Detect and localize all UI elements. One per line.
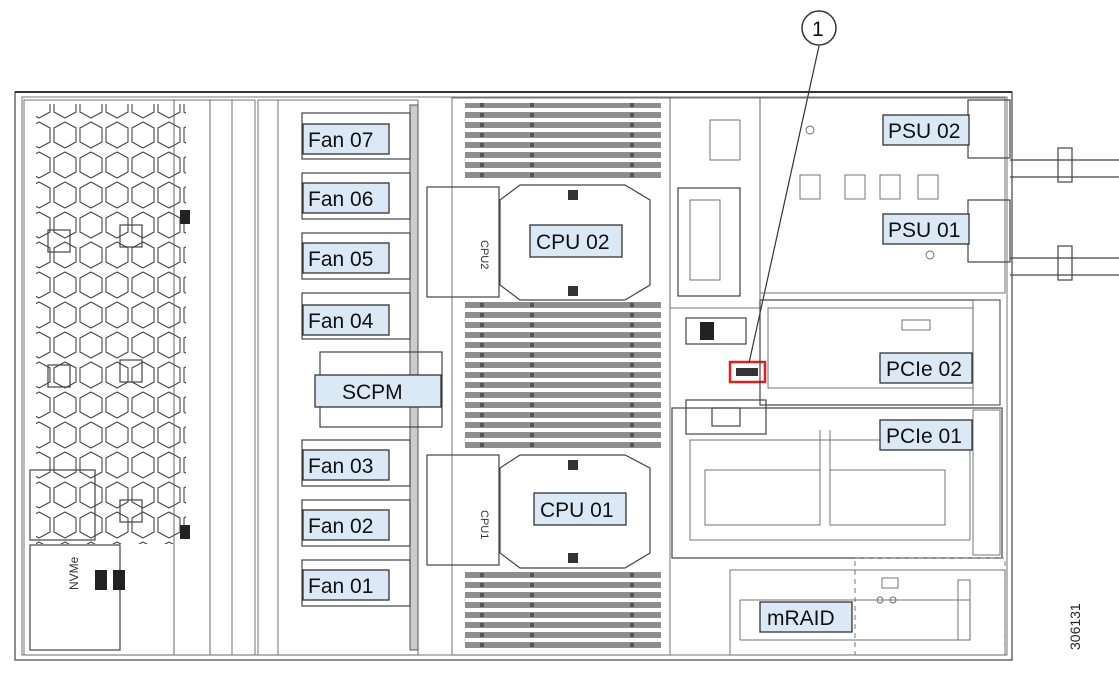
fan-05: Fan 05	[301, 232, 411, 280]
fan-03-label: Fan 03	[308, 455, 373, 478]
psu-bay	[759, 97, 1119, 294]
callout-target	[728, 360, 767, 384]
pcie-01-label: PCIe 01	[886, 425, 962, 448]
pcie-02-label: PCIe 02	[886, 358, 962, 381]
cpu-01: CPU 01	[426, 454, 651, 569]
fan-07-label: Fan 07	[308, 129, 373, 152]
fan-01: Fan 01	[301, 559, 411, 607]
dimm-bank-cpu2-top	[465, 103, 661, 181]
fan-05-label: Fan 05	[308, 248, 373, 271]
scpm-label: SCPM	[342, 381, 403, 404]
cpu2-heatsink-text: CPU2	[478, 240, 490, 269]
fan-02-label: Fan 02	[308, 515, 373, 538]
psu-01: PSU 01	[882, 213, 970, 245]
board-components	[677, 119, 767, 435]
psu-02: PSU 02	[882, 114, 970, 146]
fan-06-label: Fan 06	[308, 188, 373, 211]
callout-1: 1	[748, 10, 837, 364]
fan-01-label: Fan 01	[308, 575, 373, 598]
psu-01-label: PSU 01	[888, 219, 960, 242]
mraid-label: mRAID	[767, 607, 835, 630]
fan-06: Fan 06	[301, 172, 411, 220]
dimm-bank-cpu1-bottom	[465, 570, 661, 648]
fan-04: Fan 04	[301, 292, 411, 340]
left-module-text: NVMe	[67, 556, 81, 590]
dimm-bank-middle	[465, 300, 661, 448]
cpu1-heatsink-text: CPU1	[478, 510, 490, 539]
scpm: SCPM	[314, 351, 443, 428]
fan-07: Fan 07	[301, 112, 411, 160]
fan-02: Fan 02	[301, 499, 411, 547]
drive-bay	[23, 99, 256, 656]
cpu-01-label: CPU 01	[540, 499, 614, 522]
callout-number: 1	[812, 18, 824, 41]
fan-04-label: Fan 04	[308, 310, 374, 333]
figure-id: 306131	[1067, 603, 1083, 650]
fan-03: Fan 03	[301, 439, 411, 487]
mraid: mRAID	[729, 557, 1006, 656]
pcie-02: PCIe 02	[759, 299, 1001, 406]
psu-02-label: PSU 02	[888, 120, 960, 143]
cpu-02: CPU 02	[426, 184, 651, 301]
cpu-02-label: CPU 02	[536, 231, 610, 254]
pcie-01: PCIe 01	[671, 407, 1003, 559]
